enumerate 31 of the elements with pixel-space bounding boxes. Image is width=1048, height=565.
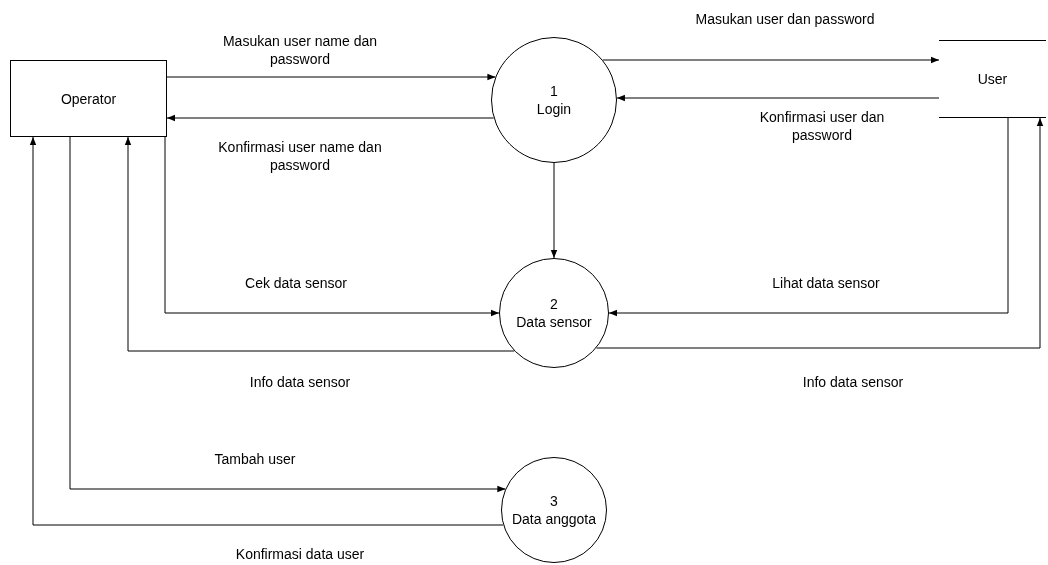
edge-label: Lihat data sensor: [771, 274, 881, 292]
edge-label: Tambah user: [213, 450, 297, 468]
data-flow-arrow: [29, 136, 504, 526]
edge-label: Info data sensor: [801, 373, 905, 391]
data-flow-arrow: [166, 114, 495, 122]
process-number: 3: [550, 492, 558, 510]
node-label: Data anggota: [511, 510, 597, 528]
edge-label: Konfirmasi data user: [234, 545, 366, 563]
edge-label: Cek data sensor: [244, 274, 348, 292]
data-flow-arrow: [616, 94, 940, 102]
data-flow-arrow: [595, 117, 1044, 349]
edge-label: Info data sensor: [248, 373, 352, 391]
data-flow-arrow: [550, 162, 558, 259]
process-number: 1: [550, 82, 558, 100]
entity-box: [10, 60, 167, 137]
data-flow-arrow: [166, 73, 496, 81]
node-label: User: [977, 70, 1008, 88]
data-flow-arrow: [69, 136, 506, 493]
edge-label: Masukan user name dan password: [221, 32, 379, 68]
edge-label: Konfirmasi user dan password: [758, 108, 886, 144]
node-label: Operator: [60, 89, 117, 108]
data-store: [939, 40, 1046, 118]
data-flow-arrow: [608, 117, 1009, 317]
edge-label: Konfirmasi user name dan password: [217, 138, 383, 174]
node-label: Login: [536, 100, 572, 118]
data-flow-arrow: [164, 136, 500, 317]
node-label: Data sensor: [516, 313, 592, 331]
data-flow-arrow: [602, 56, 940, 64]
edge-label: Masukan user dan password: [695, 10, 875, 28]
data-flow-arrow: [124, 136, 515, 352]
process-number: 2: [550, 295, 558, 313]
